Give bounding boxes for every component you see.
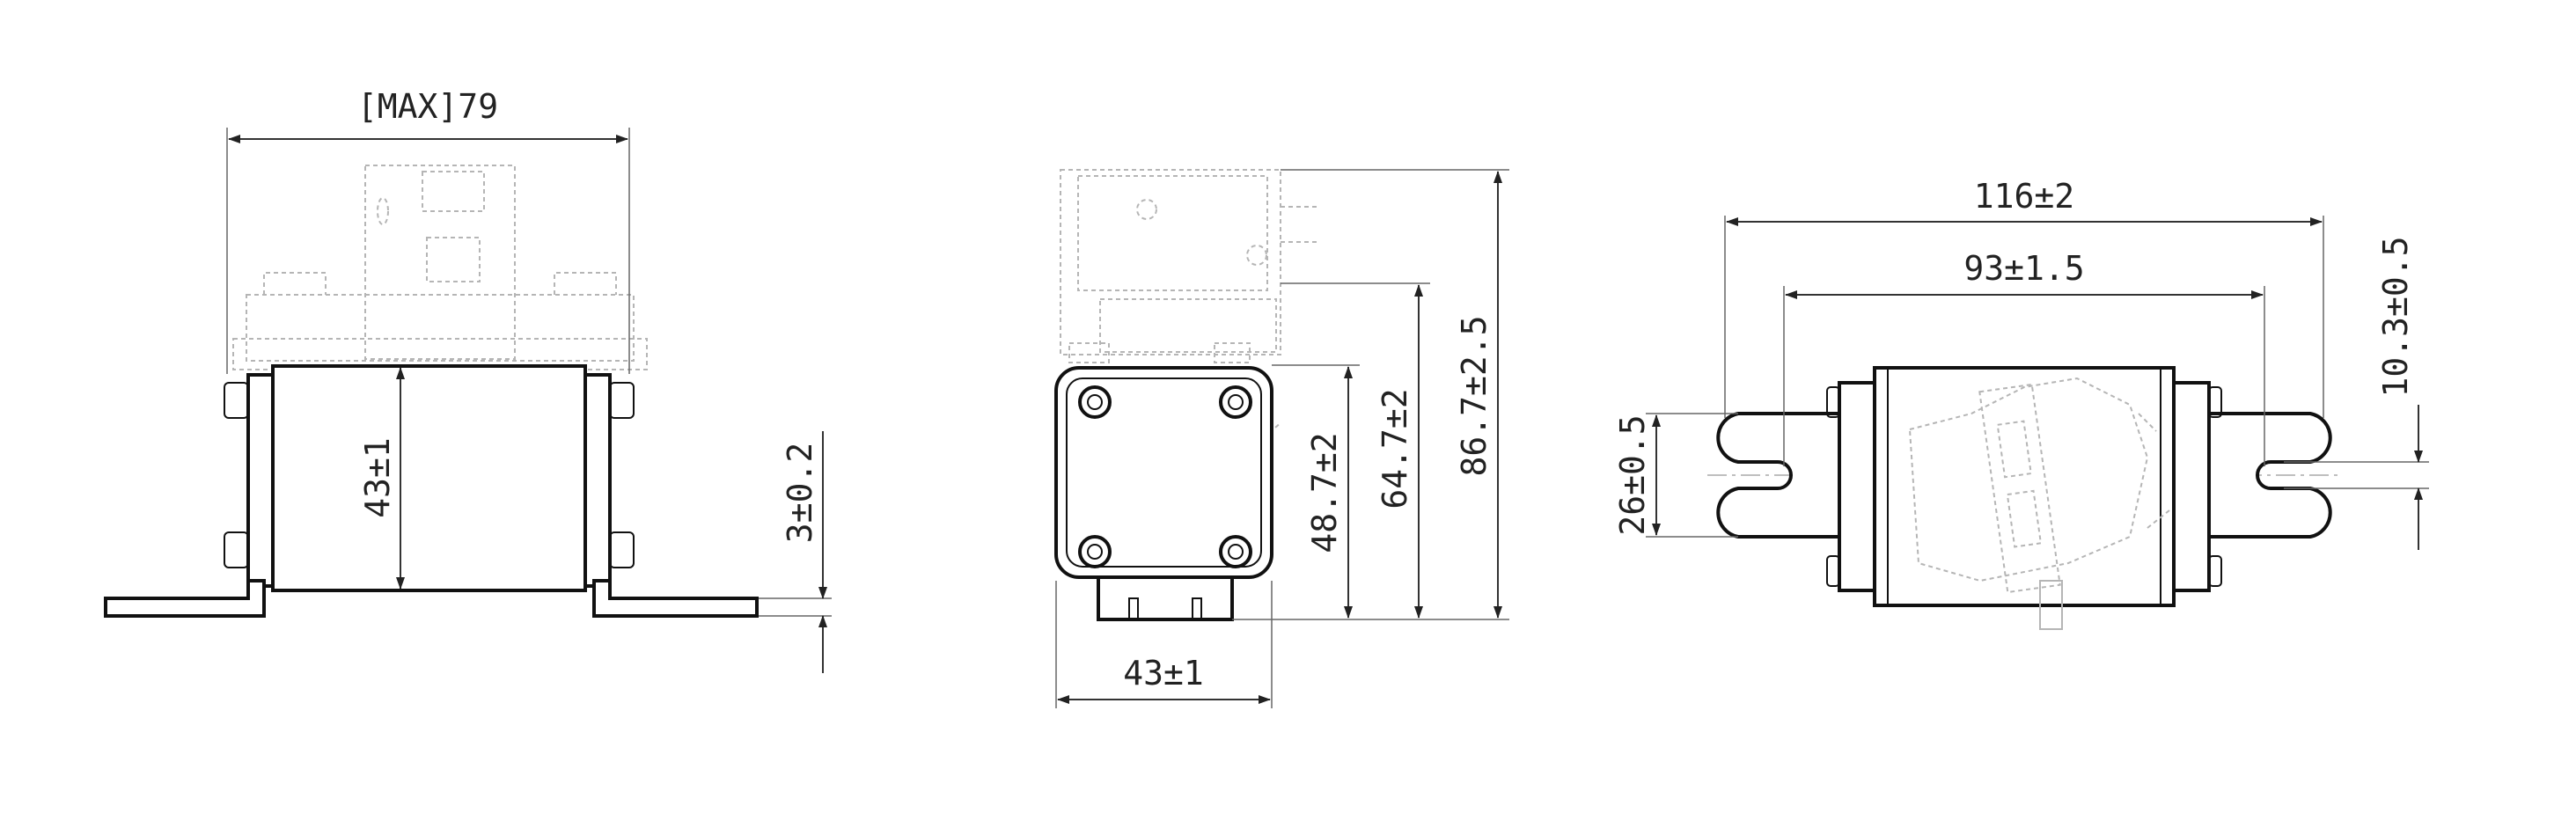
front-view-left-cap [246,373,275,588]
front-view: [MAX]79 43±1 3±0.2 [104,87,832,673]
front-view-left-terminal [104,579,266,618]
front-view-height-label: 43±1 [358,437,397,518]
side-view-width-label: 43±1 [1123,654,1204,692]
top-view-right-blade [2207,412,2332,539]
front-view-fuse-body [271,364,587,592]
front-view-indicator-ghost [232,165,648,370]
front-view-right-cap [583,373,612,588]
side-view-screws [1078,385,1252,568]
front-view-width-label: [MAX]79 [357,87,498,126]
top-view: 116±2 93±1.5 26±0.5 10.3±0.5 [1613,177,2429,630]
front-view-right-terminal [592,579,759,618]
top-view-slot-pitch-label: 93±1.5 [1963,249,2084,288]
top-view-right-end-plate [2172,381,2211,592]
front-view-tab-thickness-label: 3±0.2 [781,443,819,543]
side-view-terminal [1097,575,1234,621]
side-view: 43±1 48.7±2 64.7±2 86.7±2.5 [1054,169,1509,708]
top-view-fuse-body [1873,366,2176,607]
side-view-dim-1-label: 48.7±2 [1305,432,1344,553]
top-view-indicator-ghost [1908,377,2170,630]
top-view-slot-width-label: 10.3±0.5 [2376,236,2415,397]
top-view-left-blade [1716,412,1841,539]
side-view-dim-3-label: 86.7±2.5 [1455,315,1493,476]
side-view-dim-2-label: 64.7±2 [1376,388,1414,509]
top-view-overall-length-label: 116±2 [1974,177,2074,216]
top-view-left-end-plate [1838,381,1876,592]
top-view-tab-width-label: 26±0.5 [1613,414,1652,535]
